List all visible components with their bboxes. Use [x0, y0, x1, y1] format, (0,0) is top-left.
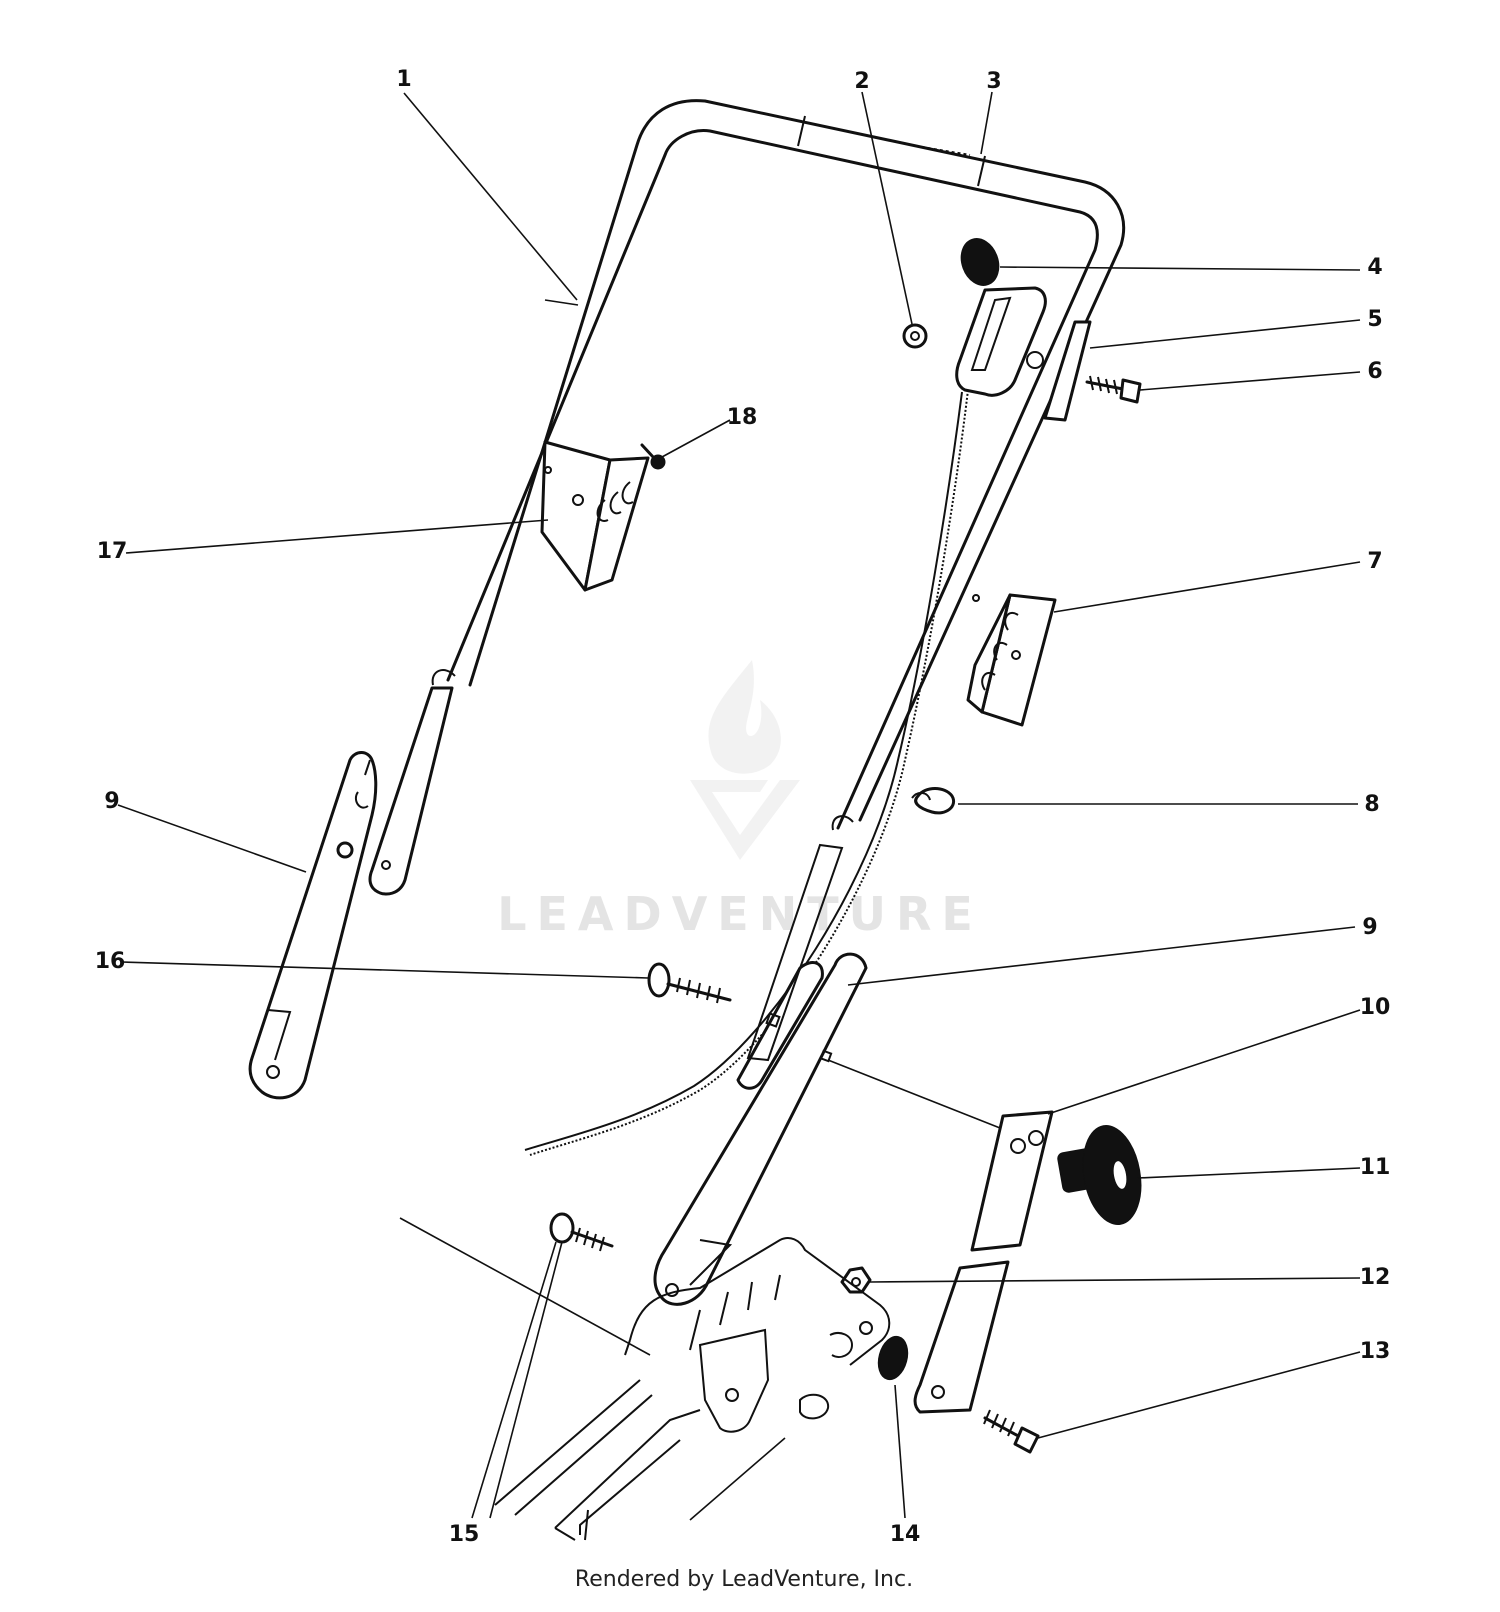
- label-part-13: 13: [1360, 1339, 1391, 1364]
- label-part-11: 11: [1360, 1155, 1391, 1180]
- bolt-part-13: [983, 1409, 1040, 1454]
- deck-bracket: [494, 1237, 891, 1541]
- label-part-9-left: 9: [104, 789, 119, 814]
- label-part-18: 18: [727, 405, 758, 430]
- label-part-8: 8: [1364, 792, 1379, 817]
- label-part-1: 1: [396, 67, 411, 92]
- watermark-logo: [690, 660, 800, 860]
- label-part-10: 10: [1360, 995, 1391, 1020]
- cable-guide-part-17: [540, 440, 650, 592]
- upper-handle-part: [368, 99, 1126, 1156]
- part-labels: 1 2 3 4 5 6 7 8 9 9 10 11 12 13 14 15 16…: [95, 67, 1391, 1547]
- label-part-9-right: 9: [1362, 915, 1377, 940]
- label-part-15: 15: [449, 1522, 480, 1547]
- lower-handle-left-part-9: [248, 751, 378, 1100]
- label-part-7: 7: [1367, 549, 1382, 574]
- control-lever-part: [955, 238, 1047, 397]
- label-part-5: 5: [1367, 307, 1382, 332]
- bolt-part-6: [1085, 375, 1142, 404]
- bolt-part-15: [549, 1212, 614, 1252]
- knob-part-11: [1057, 1125, 1142, 1225]
- plate-part-10: [913, 1110, 1054, 1414]
- cable-guide-part-7: [966, 593, 1057, 727]
- label-part-6: 6: [1367, 359, 1382, 384]
- label-part-14: 14: [890, 1522, 921, 1547]
- leader-lines: [117, 91, 1361, 1521]
- label-part-12: 12: [1360, 1265, 1391, 1290]
- label-part-16: 16: [95, 949, 126, 974]
- bolt-part-16: [647, 962, 732, 1004]
- label-part-17: 17: [97, 539, 128, 564]
- bracket-part-5: [1043, 320, 1092, 422]
- screw-part-18: [640, 443, 666, 470]
- credit-text: Rendered by LeadVenture, Inc.: [575, 1567, 913, 1592]
- label-part-2: 2: [854, 69, 869, 94]
- label-part-4: 4: [1367, 255, 1382, 280]
- label-part-3: 3: [986, 69, 1001, 94]
- lower-handle-right-part-9: [653, 843, 868, 1306]
- washer-part-14: [877, 1335, 909, 1381]
- watermark-text: LEADVENTURE: [497, 887, 983, 941]
- nut-part-2: [902, 323, 928, 349]
- cable-clip-part-8: [911, 787, 955, 815]
